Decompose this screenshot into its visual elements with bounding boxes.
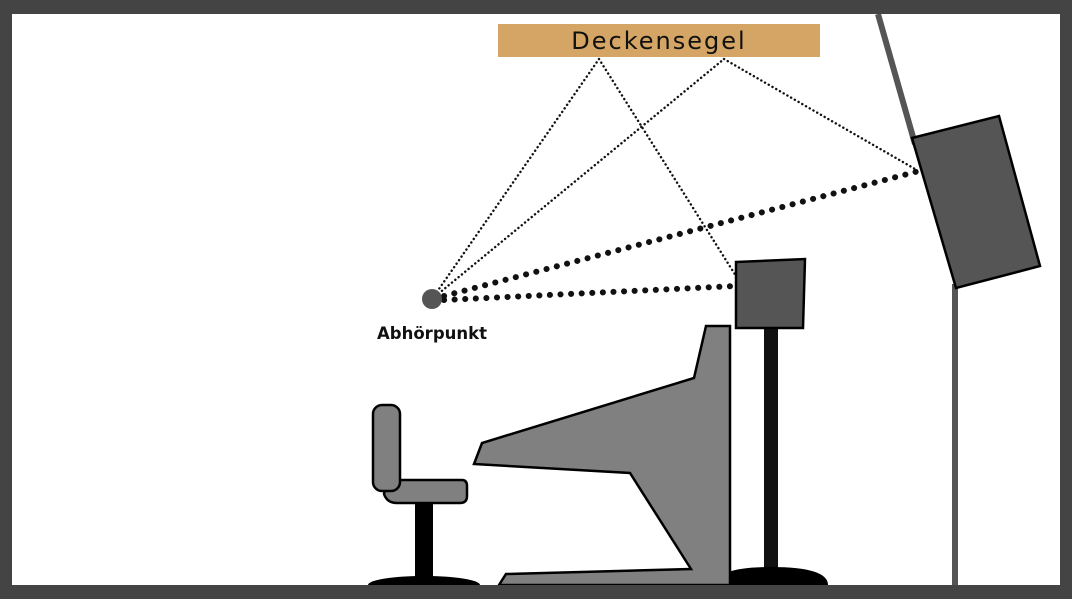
- upper-slanted-wall: [875, 14, 918, 145]
- reflection-path-near-down: [597, 57, 738, 278]
- chair: [368, 403, 480, 585]
- speaker-stand-pole: [764, 326, 778, 574]
- ceiling-panel: Deckensegel: [498, 24, 820, 57]
- ceiling-panel-board: [498, 24, 820, 57]
- chair-backrest: [371, 403, 402, 493]
- speaker-stand-base: [716, 567, 828, 585]
- listening-point: Abhörpunkt: [377, 289, 487, 343]
- reflection-paths: [430, 57, 917, 301]
- direct-path-stand-speaker: [441, 283, 739, 303]
- diagram-canvas: Deckensegel: [12, 14, 1060, 585]
- wall-speaker: [910, 114, 1042, 290]
- listening-point-marker: [422, 289, 442, 309]
- studio-acoustics-diagram: Deckensegel: [368, 14, 1042, 585]
- listening-point-label: Abhörpunkt: [377, 324, 487, 343]
- direct-sound-paths: [441, 168, 922, 303]
- direct-path-wall-speaker: [441, 168, 922, 299]
- reflection-path-far-up: [430, 57, 726, 301]
- mixing-desk: [472, 324, 732, 585]
- speaker-box: [734, 257, 807, 330]
- stand-speaker: [716, 257, 828, 585]
- chair-seat: [382, 478, 469, 505]
- chair-column: [415, 499, 433, 585]
- reflection-path-far-down: [722, 57, 917, 171]
- reflection-path-near-up: [430, 57, 601, 301]
- ceiling-panel-label: Deckensegel: [571, 27, 746, 55]
- chair-base: [368, 576, 480, 585]
- room-wall: [875, 14, 958, 585]
